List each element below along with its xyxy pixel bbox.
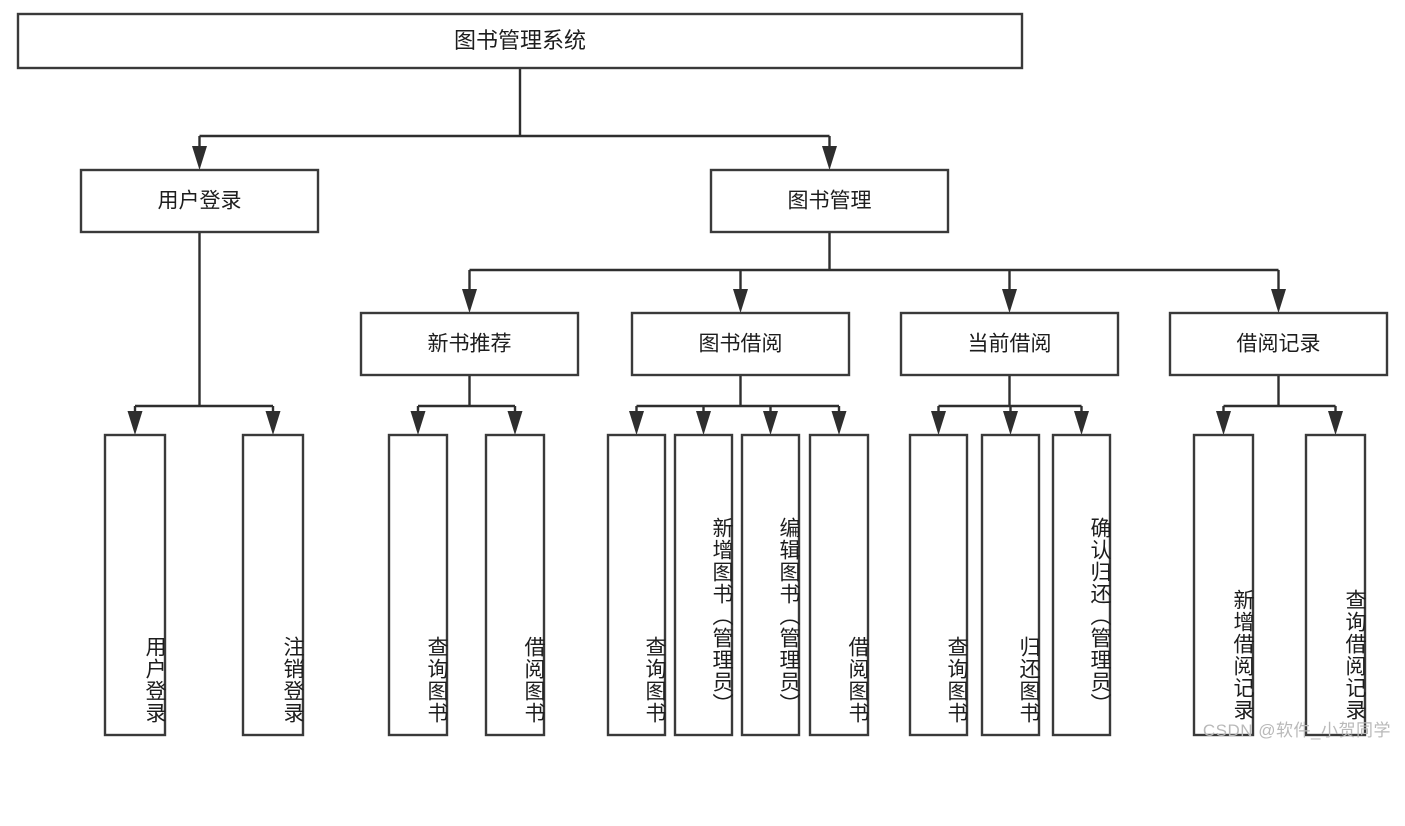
- node-user-login[interactable]: [79, 168, 320, 234]
- node-box-rect[interactable]: [606, 433, 667, 737]
- node-box-rect[interactable]: [808, 433, 870, 737]
- node-leaf-query-book-3[interactable]: [908, 433, 969, 737]
- node-new-book-recommend[interactable]: [359, 311, 580, 377]
- node-box-rect[interactable]: [899, 311, 1120, 377]
- node-box-rect[interactable]: [709, 168, 950, 234]
- node-box-rect[interactable]: [630, 311, 851, 377]
- arrow-head: [629, 411, 644, 435]
- node-box-rect[interactable]: [1192, 433, 1255, 737]
- arrow-head: [1328, 411, 1343, 435]
- node-leaf-borrow-book-1[interactable]: [484, 433, 546, 737]
- arrow-head: [462, 289, 477, 313]
- node-box-rect[interactable]: [1304, 433, 1367, 737]
- arrow-head: [1074, 411, 1089, 435]
- node-box-rect[interactable]: [387, 433, 449, 737]
- node-borrow-record[interactable]: [1168, 311, 1389, 377]
- connectors-layer: [127, 68, 1343, 435]
- arrow-head: [1271, 289, 1286, 313]
- arrow-head: [696, 411, 711, 435]
- node-leaf-query-book-1[interactable]: [387, 433, 449, 737]
- node-box-rect[interactable]: [103, 433, 167, 737]
- boxes-layer: [16, 12, 1389, 737]
- node-book-borrow[interactable]: [630, 311, 851, 377]
- node-root[interactable]: [16, 12, 1024, 70]
- arrow-head: [507, 411, 523, 435]
- arrow-head: [822, 146, 837, 170]
- arrow-head: [1002, 289, 1017, 313]
- node-leaf-logout[interactable]: [241, 433, 305, 737]
- node-box-rect[interactable]: [1168, 311, 1389, 377]
- node-leaf-return-book[interactable]: [980, 433, 1041, 737]
- node-leaf-query-book-2[interactable]: [606, 433, 667, 737]
- node-leaf-confirm-return[interactable]: [1051, 433, 1112, 737]
- node-box-rect[interactable]: [359, 311, 580, 377]
- arrow-head: [1003, 411, 1018, 435]
- node-box-rect[interactable]: [16, 12, 1024, 70]
- node-current-borrow[interactable]: [899, 311, 1120, 377]
- arrow-head: [1216, 411, 1231, 435]
- arrow-head: [127, 411, 143, 435]
- node-box-rect[interactable]: [908, 433, 969, 737]
- node-book-manage[interactable]: [709, 168, 950, 234]
- node-box-rect[interactable]: [740, 433, 801, 737]
- node-leaf-user-login[interactable]: [103, 433, 167, 737]
- node-leaf-query-record[interactable]: [1304, 433, 1367, 737]
- arrow-head: [265, 411, 281, 435]
- node-box-rect[interactable]: [1051, 433, 1112, 737]
- node-label: 新书推荐: [428, 333, 512, 356]
- arrow-head: [192, 146, 207, 170]
- watermark-text: CSDN @软件_小贺同学: [1202, 721, 1391, 740]
- arrow-head: [831, 411, 847, 435]
- diagram-canvas-root: 图书管理系统用户登录图书管理新书推荐图书借阅当前借阅借阅记录 用户登录注销登录查…: [16, 12, 1391, 740]
- arrow-head: [733, 289, 748, 313]
- node-box-rect[interactable]: [980, 433, 1041, 737]
- node-label: 借阅记录: [1237, 333, 1321, 356]
- node-leaf-borrow-book-2[interactable]: [808, 433, 870, 737]
- node-label: 图书管理: [788, 190, 872, 213]
- node-box-rect[interactable]: [79, 168, 320, 234]
- node-box-rect[interactable]: [484, 433, 546, 737]
- node-box-rect[interactable]: [673, 433, 734, 737]
- node-label: 用户登录: [158, 190, 242, 213]
- node-box-rect[interactable]: [241, 433, 305, 737]
- node-leaf-add-book[interactable]: [673, 433, 734, 737]
- node-label: 图书管理系统: [454, 28, 586, 53]
- arrow-head: [931, 411, 946, 435]
- node-leaf-add-record[interactable]: [1192, 433, 1255, 737]
- node-leaf-edit-book[interactable]: [740, 433, 801, 737]
- arrow-head: [763, 411, 778, 435]
- arrow-head: [410, 411, 426, 435]
- node-label: 图书借阅: [699, 333, 783, 356]
- node-label: 当前借阅: [968, 333, 1052, 356]
